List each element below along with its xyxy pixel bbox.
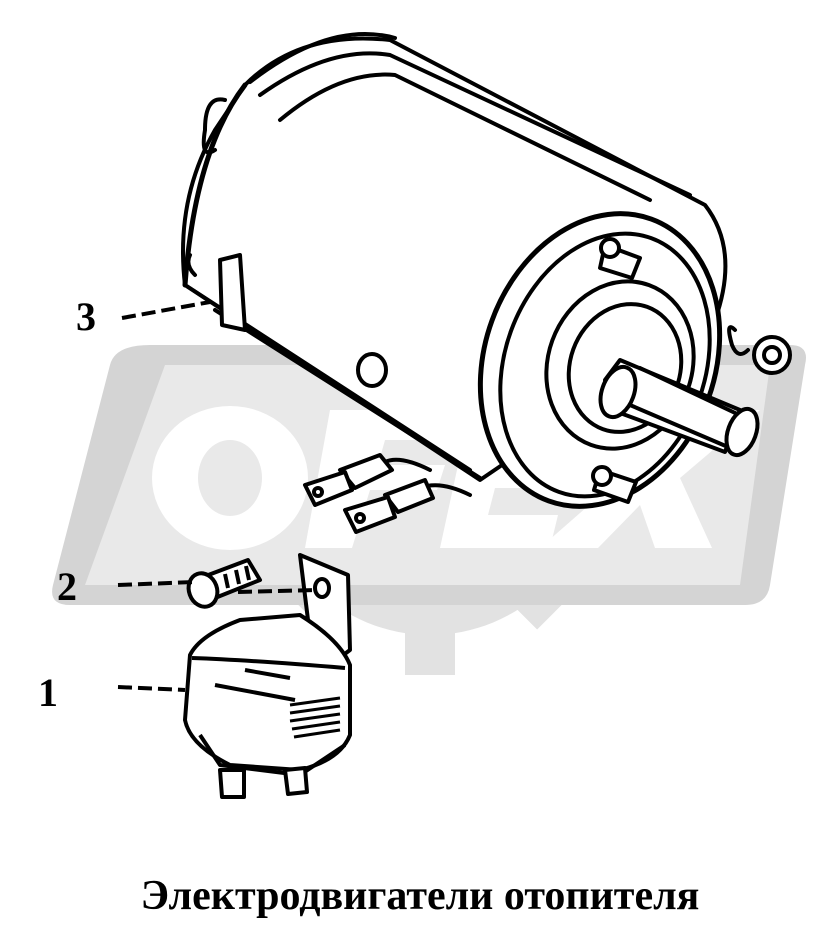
- clip-and-nut: [727, 325, 792, 375]
- callout-number-1: 1: [38, 670, 58, 715]
- leader-line-3: [121, 300, 211, 320]
- relay-housing: [183, 613, 352, 772]
- callout-number-3: 3: [76, 294, 96, 339]
- relay: [183, 553, 352, 799]
- callout-number-2: 2: [57, 564, 77, 609]
- bolt: [186, 558, 262, 609]
- leader-lines: [117, 300, 319, 692]
- electric-motor: [181, 31, 792, 534]
- flange-stud-top: [598, 237, 642, 280]
- mounting-bracket: [218, 253, 247, 332]
- motor-shaft: [598, 358, 760, 458]
- relay-pin-right: [283, 766, 309, 796]
- leader-line-1: [117, 685, 186, 692]
- leader-line-2b: [237, 588, 319, 594]
- relay-pin-left: [218, 768, 246, 799]
- leader-line-2: [117, 580, 196, 587]
- diagram-caption: Электродвигатели отопителя: [140, 873, 700, 919]
- flange-stud-bottom: [591, 465, 638, 504]
- wire-terminals: [303, 453, 472, 534]
